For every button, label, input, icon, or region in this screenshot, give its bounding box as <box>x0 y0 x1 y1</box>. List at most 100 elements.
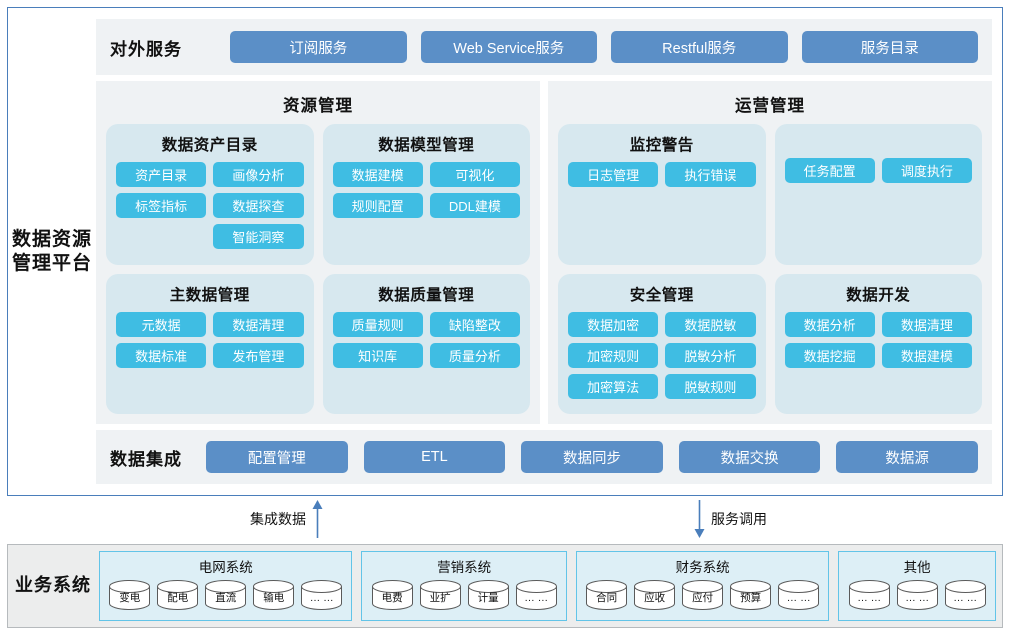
module-chip[interactable]: 数据清理 <box>213 311 304 337</box>
database-cylinder-icon[interactable]: 计量 <box>467 579 510 611</box>
module-chip[interactable]: 数据脱敏 <box>665 311 756 337</box>
business-system-group-title: 财务系统 <box>675 560 730 575</box>
data-integration-button[interactable]: 数据源 <box>836 441 978 473</box>
module-chip-columns: 数据分析数据挖掘数据清理数据建模 <box>784 311 972 368</box>
module-chip-columns: 任务配置调度执行 <box>784 158 972 183</box>
module-chip[interactable]: 发布管理 <box>213 342 304 368</box>
module-chip-column: 任务配置 <box>784 158 875 183</box>
management-panel: 资源管理数据资产目录资产目录标签指标画像分析数据探查智能洞察数据模型管理数据建模… <box>96 81 540 424</box>
business-systems-section: 业务系统 电网系统变电配电直流输电… …营销系统电费业扩计量… …财务系统合同应… <box>7 544 1003 628</box>
business-system-items: 变电配电直流输电… … <box>108 579 343 611</box>
data-integration-button[interactable]: 数据同步 <box>521 441 663 473</box>
database-cylinder-icon[interactable]: 输电 <box>252 579 295 611</box>
module-chip[interactable]: DDL建模 <box>429 193 520 218</box>
database-cylinder-icon[interactable]: 应付 <box>681 579 724 611</box>
module-card: 数据模型管理数据建模规则配置可视化 DDL建模 <box>322 124 530 265</box>
module-chip[interactable]: 知识库 <box>332 342 423 368</box>
module-chip[interactable]: 数据分析 <box>784 311 875 337</box>
external-service-button[interactable]: 服务目录 <box>801 31 978 63</box>
module-chip[interactable]: 日志管理 <box>568 162 659 187</box>
data-integration-buttons: 配置管理 ETL 数据同步数据交换数据源 <box>206 441 978 473</box>
module-chip[interactable]: 任务配置 <box>784 158 875 183</box>
business-system-group-title: 电网系统 <box>198 560 253 575</box>
business-system-item-label: 预算 <box>740 592 762 604</box>
arrow-up-icon <box>312 500 323 538</box>
module-chip[interactable]: 数据探查 <box>213 193 304 218</box>
data-integration-button[interactable]: ETL <box>363 441 506 473</box>
module-chip[interactable]: 画像分析 <box>213 162 304 187</box>
module-card-title: 数据质量管理 <box>378 286 475 304</box>
module-card: 安全管理数据加密加密规则加密算法数据脱敏脱敏分析脱敏规则 <box>558 273 766 414</box>
database-cylinder-icon[interactable]: 配电 <box>156 579 199 611</box>
module-card-title: 数据模型管理 <box>378 137 475 154</box>
module-chip[interactable]: 脱敏分析 <box>665 342 756 368</box>
database-cylinder-icon[interactable]: 业扩 <box>419 579 462 611</box>
module-chip-column: 数据建模规则配置 <box>332 162 423 218</box>
module-chip[interactable]: 数据标准 <box>116 342 207 368</box>
module-chip[interactable]: 数据加密 <box>568 311 659 337</box>
business-system-items: … …… …… … <box>848 579 987 611</box>
database-cylinder-icon[interactable]: … … <box>848 579 891 611</box>
module-chip-column: 数据加密加密规则加密算法 <box>568 311 659 399</box>
module-chip[interactable]: 标签指标 <box>116 193 207 218</box>
module-card: 监控警告日志管理执行错误 <box>558 124 766 265</box>
module-chip[interactable]: 脱敏规则 <box>665 373 756 399</box>
flow-arrow-group: 服务调用 <box>693 500 767 538</box>
database-cylinder-icon[interactable]: 预算 <box>729 579 772 611</box>
database-cylinder-icon[interactable]: … … <box>777 579 820 611</box>
module-chip[interactable]: 数据建模 <box>881 342 972 368</box>
database-cylinder-icon[interactable]: … … <box>944 579 987 611</box>
module-chip[interactable]: 加密算法 <box>568 373 659 399</box>
module-card: 任务配置调度执行 <box>774 124 982 265</box>
module-chip-columns: 资产目录标签指标画像分析数据探查智能洞察 <box>116 162 304 249</box>
panel-card-grid: 数据资产目录资产目录标签指标画像分析数据探查智能洞察数据模型管理数据建模规则配置… <box>106 124 530 414</box>
database-cylinder-icon[interactable]: 应收 <box>633 579 676 611</box>
module-chip[interactable]: 资产目录 <box>116 162 207 187</box>
database-cylinder-icon[interactable]: 变电 <box>108 579 151 611</box>
panel-card-grid: 监控警告日志管理执行错误 任务配置调度执行安全管理数据加密加密规则加密算法数据脱… <box>558 124 982 414</box>
module-chip-column: 数据分析数据挖掘 <box>784 311 875 368</box>
module-chip[interactable]: 智能洞察 <box>213 224 304 249</box>
module-chip[interactable]: 元数据 <box>116 311 207 337</box>
business-system-items: 合同应收应付 预算 … … <box>585 579 820 611</box>
database-cylinder-icon[interactable]: … … <box>300 579 343 611</box>
module-chip-columns: 数据建模规则配置可视化 DDL建模 <box>332 162 520 218</box>
module-chip[interactable]: 加密规则 <box>568 342 659 368</box>
module-chip-columns: 元数据数据标准数据清理发布管理 <box>116 311 304 368</box>
flow-arrow-label: 集成数据 <box>250 511 306 527</box>
module-card: 主数据管理元数据数据标准数据清理发布管理 <box>106 273 314 414</box>
business-system-group: 营销系统电费业扩计量… … <box>361 551 567 621</box>
database-cylinder-icon[interactable]: … … <box>896 579 939 611</box>
management-panels: 资源管理数据资产目录资产目录标签指标画像分析数据探查智能洞察数据模型管理数据建模… <box>96 81 992 424</box>
module-chip[interactable]: 调度执行 <box>881 158 972 183</box>
business-systems-title: 业务系统 <box>15 575 91 596</box>
module-chip-column: 可视化 DDL建模 <box>429 162 520 218</box>
module-chip[interactable]: 数据挖掘 <box>784 342 875 368</box>
panel-title: 运营管理 <box>735 97 805 115</box>
database-cylinder-icon[interactable]: 电费 <box>371 579 414 611</box>
business-system-group: 财务系统合同应收应付 预算 … … <box>575 551 830 621</box>
external-service-button[interactable]: 订阅服务 <box>230 31 407 63</box>
module-chip[interactable]: 可视化 <box>429 162 520 187</box>
module-chip[interactable]: 质量分析 <box>429 342 520 368</box>
data-integration-button[interactable]: 配置管理 <box>206 441 348 473</box>
module-chip[interactable]: 数据清理 <box>881 311 972 337</box>
module-chip-column: 数据脱敏脱敏分析脱敏规则 <box>665 311 756 399</box>
module-chip[interactable]: 质量规则 <box>332 311 423 337</box>
database-cylinder-icon[interactable]: … … <box>515 579 558 611</box>
module-chip[interactable]: 规则配置 <box>332 193 423 218</box>
module-chip-column: 元数据数据标准 <box>116 311 207 368</box>
data-integration-button[interactable]: 数据交换 <box>678 441 821 473</box>
database-cylinder-icon[interactable]: 合同 <box>585 579 628 611</box>
module-chip-columns: 日志管理执行错误 <box>568 162 756 187</box>
business-system-item-label: 业扩 <box>429 592 451 604</box>
module-chip[interactable]: 执行错误 <box>665 162 756 187</box>
module-chip[interactable]: 数据建模 <box>332 162 423 187</box>
external-service-button[interactable]: Restful服务 <box>611 31 788 63</box>
module-chip[interactable]: 缺陷整改 <box>429 311 520 337</box>
external-service-button[interactable]: Web Service服务 <box>420 31 597 63</box>
database-cylinder-icon[interactable]: 直流 <box>204 579 247 611</box>
